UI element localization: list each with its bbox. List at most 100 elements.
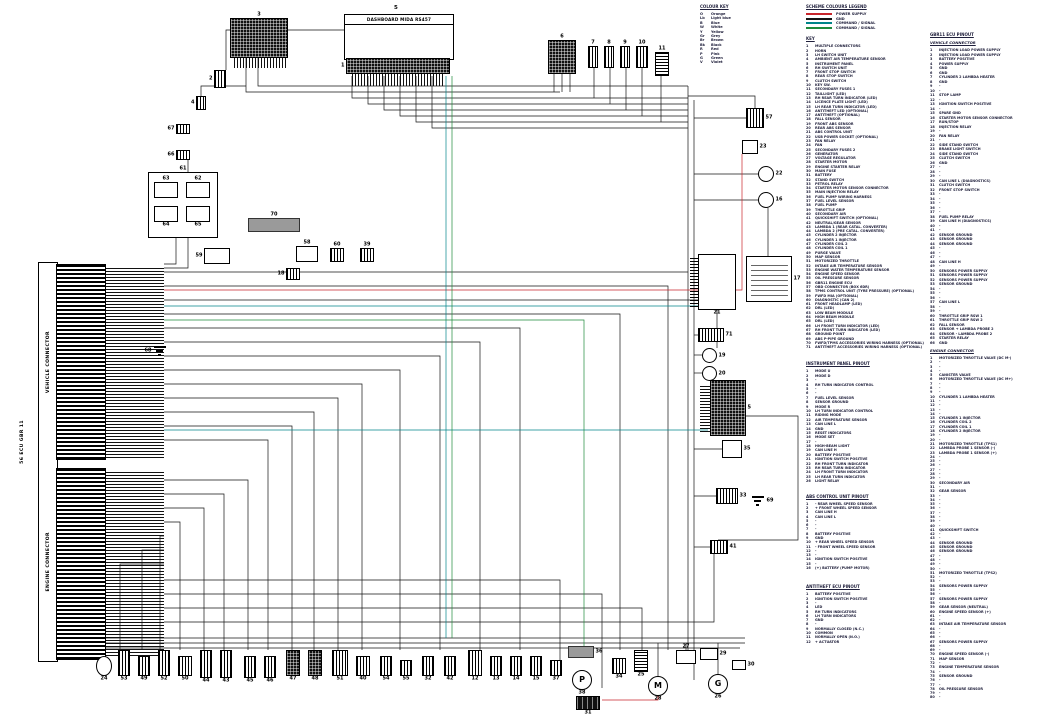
colour-name: White [711,25,723,30]
colour-key-row: P Pink [700,52,776,56]
wire [164,355,441,650]
component-number-label: 71 [725,331,733,338]
pin-row: 64 SENSOR - LAMBDA PROBE 2 [930,331,993,336]
pin-row: 66 - [930,635,941,640]
legend-colour-line [806,17,832,20]
key-item: 49 PURGE VALVE [806,250,841,255]
key-item: 50 MAP SENSOR [806,254,841,259]
key-item: 47 CYLINDER COIL 2 [806,242,848,247]
component-number-label: 37 [552,675,560,682]
colour-key-row: Br Brown [700,38,776,42]
pin-row: 19 - [930,129,941,133]
key-item: 51 MOTORIZED THROTTLE [806,259,859,264]
key-item: 60 DIAGNOSTIC (CAN 2) [806,297,855,302]
pin-row: 33 - [930,192,941,196]
pin-row: 34 - [930,196,941,201]
wire [164,439,269,650]
pin-row: 30 SECONDARY AIR [930,480,970,485]
pin-row: 42 - [930,532,941,537]
pin-row: 22 LAMBDA PROBE 1 SENSOR (-) [930,446,996,451]
colour-key-row: W White [700,25,776,29]
pin-row: 30 CAN LINE L (DIAGNOSTICS) [930,178,991,183]
pin-row: 59 - [930,309,941,313]
antitheft-pinout-title: ANTITHEFT ECU PINOUT [806,584,860,590]
component-47: 47 [286,650,300,681]
pin-row: 48 - [930,557,941,562]
pin-row: 67 SENSORS POWER SUPPLY [930,639,988,644]
pin-row: 61 THROTTLE GRIP RSW 2 [930,318,983,322]
wire [415,76,688,123]
pin-row: 34 - [930,497,941,502]
key-item: 9 CLUTCH SWITCH [806,78,847,83]
component-29: 29 [700,648,726,660]
pin-row: 72 - [930,661,941,666]
scheme-legend-row: GND [806,17,926,22]
pin-row: 55 - [930,291,941,295]
pin-row: 13 CAN LINE L [806,422,837,427]
pin-row: 49 - [930,562,941,567]
ecu-outline: VEHICLE CONNECTOR ENGINE CONNECTOR [38,262,58,662]
colour-name: Black [711,42,722,47]
pin-row: 44 SENSOR GROUND [930,241,973,246]
component-35: 35 [722,440,750,458]
component-15: 15 [530,656,542,681]
wire-bundle [352,74,444,86]
key-item: 69 ABS P-PIPE GROUND [806,336,855,341]
pin-row: 20 BATTERY POSITIVE [806,452,851,457]
pin-row: 25 LH REAR TURN INDICATOR [806,474,866,479]
pin-row: 12 - [806,548,817,553]
legend-and-key-column: SCHEME COLOURS LEGEND POWER SUPPLY GND C… [806,4,926,644]
key-item: 56 GBR11 ENGINE ECU [806,280,852,285]
legend-colour-line [806,13,832,16]
component-53: 53 [118,650,130,681]
pin-row: 35 - [930,502,941,507]
key-item: 14 LICENCE PLATE LIGHT (LED) [806,100,868,105]
engine-pinout-list: 1 MOTORIZED THROTTLE VALVE (DC M-) 2 - 3… [930,356,1054,700]
component-32: 32 [422,656,434,681]
component-57: 57 [746,108,772,128]
wire [718,415,799,541]
component-number-label: 44 [202,677,210,684]
key-item: 33 PETROL RELAY [806,181,843,186]
key-item: 42 NEUTRAL/GEAR SENSOR [806,220,861,225]
component-43: 43 [220,650,232,683]
wire [164,327,521,650]
pin-row: 56 - [930,295,941,300]
legend-label: COMMAND / SIGNAL [836,25,876,30]
pin-row: 32 FRONT STOP SWITCH [930,187,980,192]
component-number-label: 13 [492,675,500,682]
pin-row: 45 - [930,246,941,250]
component-62: 62 [186,176,210,198]
pin-row: 6 GND [930,70,948,75]
wire [164,554,715,623]
wire-bundle [234,58,286,68]
pin-row: 18 HIGH-BEAM LIGHT [806,444,850,449]
pin-row: 3 BATTERY POSITIVE [930,57,975,61]
component-number-label: 52 [160,675,168,682]
pin-row: 6 - [806,523,817,528]
key-item: 48 CYLINDER COIL 1 [806,246,848,251]
antitheft-pinout-list: 1 BATTERY POSITIVE 2 IGNITION SWITCH POS… [806,592,926,644]
key-item: 16 ANTITHEFT LED (OPTIONAL) [806,108,869,113]
key-item: 1 MULTIPLE CONNECTORS [806,44,861,49]
component-number-label: 27 [682,643,690,650]
pin-row: 61 - [930,613,941,618]
component-number-label: 22 [775,170,783,177]
pin-row: 9 - [930,390,941,395]
component-number-label: 38 [578,689,586,696]
component-number-label: 7 [591,39,595,46]
pin-row: 50 SENSORS POWER SUPPLY [930,268,988,273]
pin-row: 58 - [930,304,941,309]
colour-code: G [700,55,703,60]
component-2: 2 [209,70,226,88]
pin-row: 36 - [930,205,941,210]
pin-row: 1 - REAR WHEEL SPEED SENSOR [806,501,873,506]
component-16: 16 [758,192,782,208]
colour-key-title: COLOUR KEY [700,4,729,9]
ecu-pinout-column: GBR11 ECU PINOUT VEHICLE CONNECTOR 1 INJ… [930,32,1054,700]
key-item: 7 FRONT STOP SWITCH [806,70,856,75]
component-31: 31 [576,696,600,715]
pin-row: 5 CANISTER VALVE [930,373,971,378]
component-number-label: 69 [766,497,774,504]
